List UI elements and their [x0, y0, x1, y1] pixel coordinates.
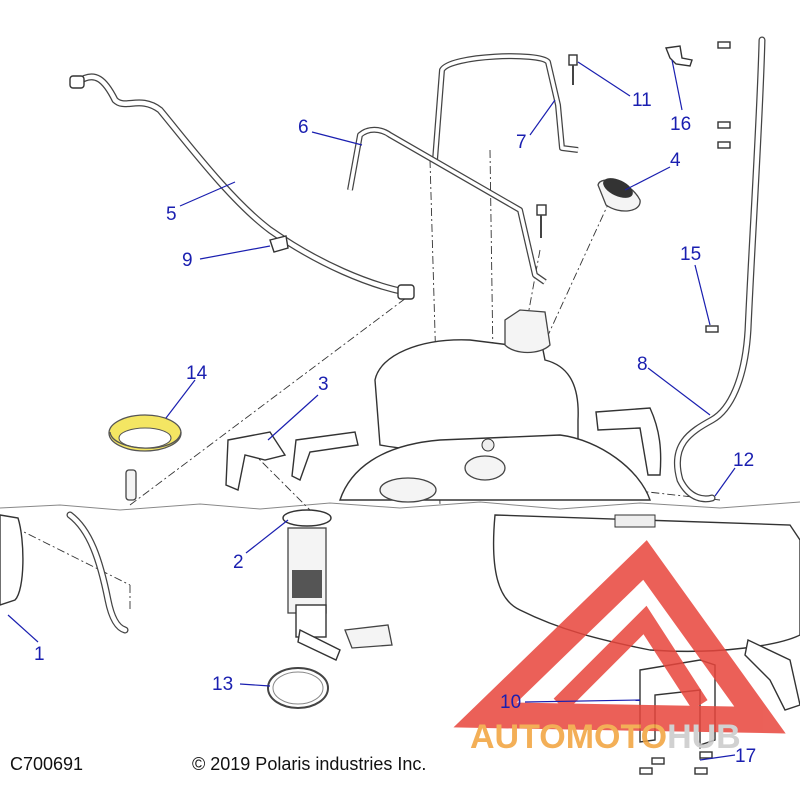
callout-15: 15	[680, 244, 701, 265]
callout-17: 17	[735, 746, 756, 767]
bolts	[536, 41, 731, 775]
callout-9: 9	[182, 250, 193, 271]
watermark-text-auto: AUTOMOTOHUB	[470, 718, 741, 756]
tank-strap-upper	[432, 53, 579, 161]
section-break-line	[0, 501, 800, 511]
callout-16: 16	[670, 114, 691, 135]
tank-strap-front	[347, 126, 547, 285]
fuel-cap	[597, 178, 641, 212]
hose-clip	[269, 235, 289, 253]
callout-labels: 1 2 3 4 5 6 7 8 9 10 11 12 13 14 15 16 1…	[34, 90, 756, 767]
callout-7: 7	[516, 132, 527, 153]
callout-10: 10	[500, 692, 521, 713]
callout-1: 1	[34, 644, 45, 665]
callout-2: 2	[233, 552, 244, 573]
watermark-logo: AUTOMOTOHUB	[453, 540, 786, 756]
vent-hose-assembly	[69, 73, 415, 300]
callout-14: 14	[186, 363, 208, 384]
fuel-pump	[282, 509, 393, 661]
breather-fitting	[665, 45, 693, 67]
tank-pads	[225, 407, 662, 491]
callout-11: 11	[632, 90, 652, 111]
copyright-notice: © 2019 Polaris industries Inc.	[192, 754, 426, 774]
callout-13: 13	[212, 674, 233, 695]
callout-12: 12	[733, 450, 754, 471]
callout-8: 8	[637, 354, 648, 375]
seal-ring	[267, 667, 329, 709]
lock-ring	[108, 414, 182, 501]
callout-leaders	[7, 59, 736, 761]
callout-3: 3	[318, 374, 329, 395]
tank-lower-left	[0, 511, 129, 634]
callout-4: 4	[670, 150, 681, 171]
fuel-tank-upper	[339, 309, 651, 503]
callout-6: 6	[298, 117, 309, 138]
diagram-code: C700691	[10, 754, 83, 774]
callout-5: 5	[166, 204, 177, 225]
vent-line	[673, 36, 766, 503]
